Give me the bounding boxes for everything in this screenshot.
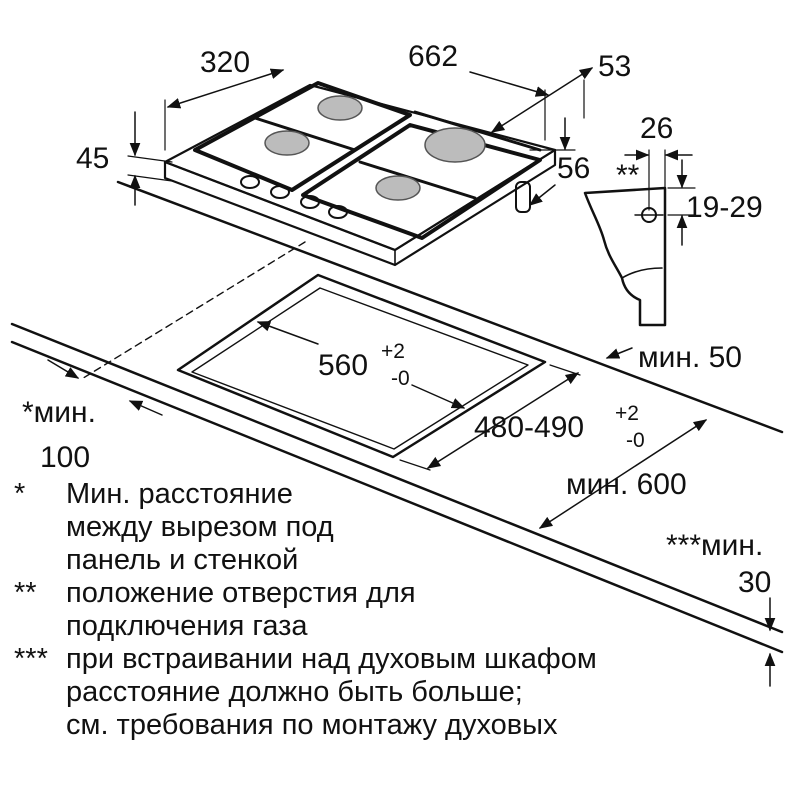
footnote-marker: ***: [14, 643, 48, 675]
dim-cutout-width-tol-plus: +2: [381, 340, 405, 363]
footnote-2: ** положение отверстия для подключения г…: [14, 577, 794, 643]
footnotes: * Мин. расстояние между вырезом под пане…: [14, 478, 794, 742]
footnote-text: при встраивании над духовым шкафом расст…: [66, 643, 597, 741]
footnote-3: *** при встраивании над духовым шкафом р…: [14, 643, 794, 742]
footnote-marker: *: [14, 478, 26, 510]
dim-depth-right: 53: [598, 50, 631, 83]
dim-min-oven-value: 30: [738, 566, 771, 599]
dim-height-left: 45: [76, 142, 109, 175]
burners: [264, 95, 486, 201]
control-knobs: [240, 175, 348, 219]
dim-gas-offset-y: 19-29: [686, 191, 763, 224]
dim-height-right: 56: [557, 152, 590, 185]
countertop: [10, 180, 784, 654]
dim-width-back: 662: [408, 40, 458, 73]
dimension-labels: 320 662 53 45 56 26 ** 19-29 560 +2 -0 4…: [22, 40, 771, 599]
dim-cutout-width-tol-minus: -0: [391, 367, 410, 390]
gas-connector-icon: [515, 181, 531, 213]
dim-cutout-depth: 480-490: [474, 411, 584, 444]
footnote-marker: **: [14, 577, 37, 609]
dim-min-oven-label: ***мин.: [666, 529, 763, 562]
footnote-1: * Мин. расстояние между вырезом под пане…: [14, 478, 794, 577]
dim-gas-marker: **: [616, 159, 640, 192]
footnote-text: положение отверстия для подключения газа: [66, 577, 416, 642]
dim-cutout-depth-tol-minus: -0: [626, 429, 645, 452]
gas-connection-detail: [583, 149, 696, 327]
dim-min-wall-value: 100: [40, 441, 90, 474]
dim-cutout-depth-tol-plus: +2: [615, 402, 639, 425]
dim-min-back: мин. 50: [638, 341, 742, 374]
burner-icon: [317, 95, 363, 121]
dim-width-left: 320: [200, 46, 250, 79]
burner-icon: [424, 127, 486, 163]
footnote-text: Мин. расстояние между вырезом под панель…: [66, 478, 334, 576]
burner-icon: [375, 175, 421, 201]
dim-min-wall-label: *мин.: [22, 396, 96, 429]
dim-cutout-width: 560: [318, 349, 368, 382]
guide-dashed-line: [79, 241, 306, 381]
dim-min-depth: мин. 600: [566, 468, 687, 501]
dimension-lines: [47, 67, 776, 687]
burner-icon: [264, 130, 310, 156]
cutout: [176, 273, 547, 459]
dim-gas-offset-x: 26: [640, 112, 673, 145]
